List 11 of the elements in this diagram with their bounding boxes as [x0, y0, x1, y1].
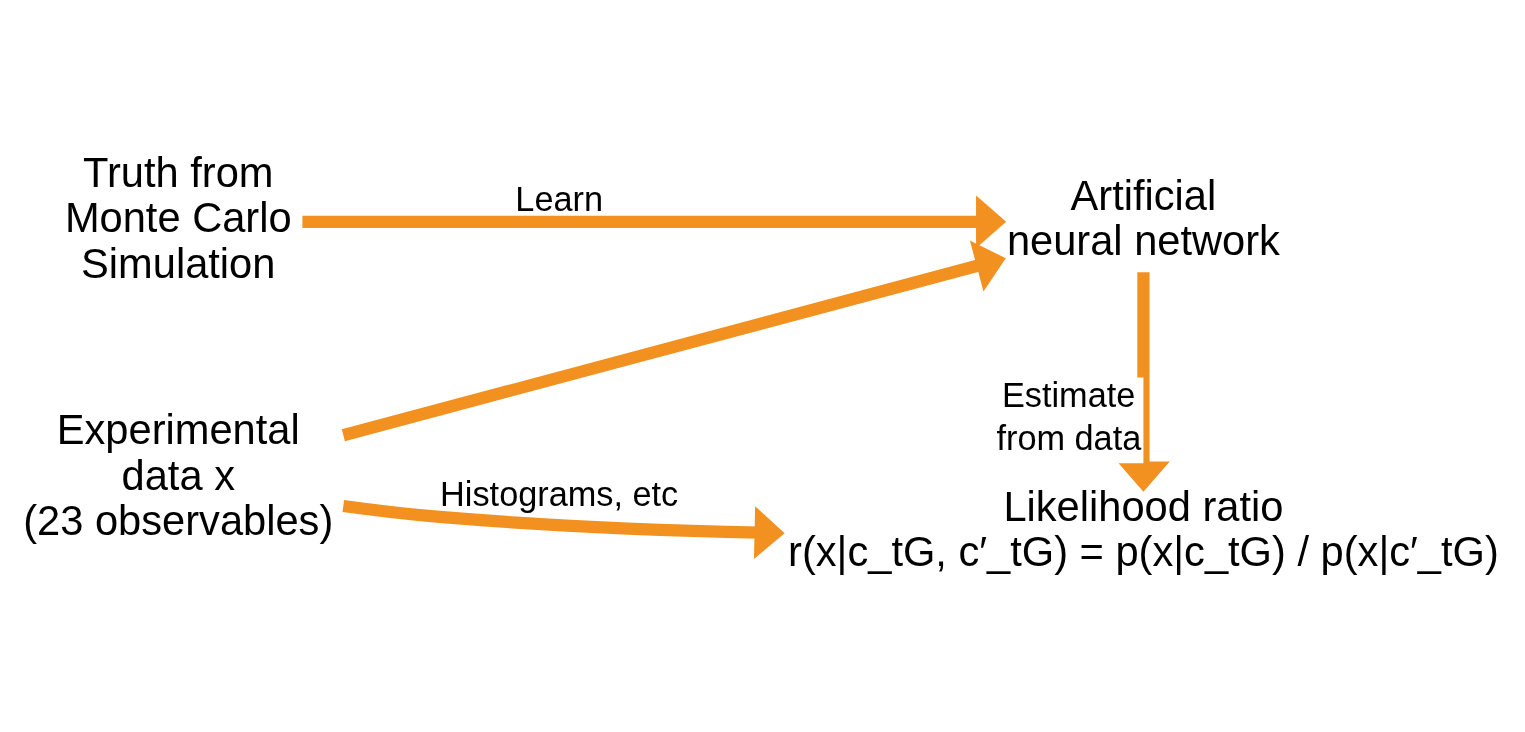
node-text: Experimental data x (23 observables)	[23, 406, 334, 544]
node-text: Artificial neural network	[1006, 171, 1280, 265]
node-text: Truth from Monte Carlo Simulation	[64, 149, 292, 287]
arrow	[302, 195, 1007, 249]
arrow	[341, 240, 1006, 442]
arrow	[342, 499, 785, 559]
edge-label: Learn	[515, 180, 604, 219]
edge-label: Histograms, etc	[440, 475, 679, 514]
arrow	[1117, 272, 1170, 492]
edge-label: Estimate from data	[996, 376, 1142, 458]
node-text: Likelihood ratio r(x|c_tG, c′_tG) = p(x|c_tG) / p(x|c′_tG)	[788, 482, 1499, 576]
